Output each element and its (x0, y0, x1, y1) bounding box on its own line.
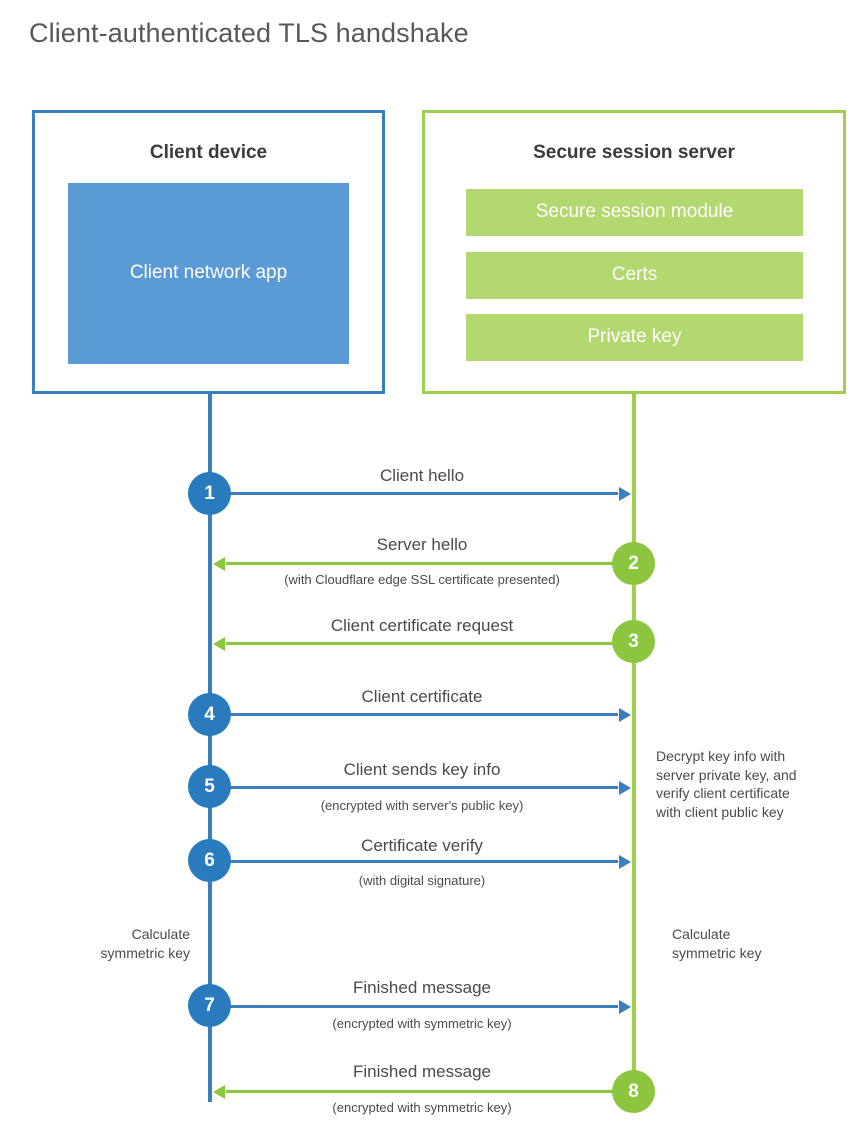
arrowhead-left-icon (213, 1084, 225, 1099)
arrowhead-right-icon (619, 707, 631, 722)
calc-server-line-2: symmetric key (672, 944, 762, 961)
calc-server-line-1: Calculate (672, 926, 731, 942)
step-1-badge[interactable]: 1 (188, 472, 231, 515)
step-8-sublabel: (encrypted with symmetric key) (332, 1100, 512, 1115)
step-8-arrow (213, 1084, 632, 1099)
arrowhead-right-icon (619, 486, 631, 501)
step-7-arrow (210, 999, 631, 1014)
certs-block: Certs (466, 252, 803, 299)
step-4-badge[interactable]: 4 (188, 693, 231, 736)
step-6-label: Certificate verify (361, 836, 483, 855)
step-1-arrow (210, 486, 631, 501)
client-network-app-block: Client network app (68, 183, 349, 364)
decrypt-note-line-4: with client public key (656, 803, 784, 820)
secure-session-server-title: Secure session server (533, 142, 735, 163)
secure-session-server-box: Secure session server Secure session mod… (422, 110, 846, 394)
step-7-label: Finished message (353, 978, 491, 997)
step-2-badge[interactable]: 2 (612, 542, 655, 585)
step-3-badge[interactable]: 3 (612, 620, 655, 663)
step-6-sublabel: (with digital signature) (358, 873, 486, 888)
client-lifeline (208, 394, 212, 1102)
arrowhead-right-icon (619, 780, 631, 795)
step-1-label: Client hello (379, 466, 465, 485)
step-6-badge[interactable]: 6 (188, 839, 231, 882)
decrypt-note-line-3: verify client certificate (656, 785, 790, 802)
step-2-sublabel: (with Cloudflare edge SSL certificate pr… (284, 572, 560, 587)
step-5-label: Client sends key info (343, 760, 501, 779)
step-3-arrow (213, 636, 632, 651)
client-device-title: Client device (149, 142, 268, 163)
arrowhead-right-icon (619, 999, 631, 1014)
decrypt-key-info-note: Decrypt key info with server private key… (656, 747, 856, 821)
client-calculate-symmetric-key-note: Calculate symmetric key (20, 925, 190, 962)
arrowhead-left-icon (213, 556, 225, 571)
calc-client-line-2: symmetric key (100, 944, 190, 961)
private-key-block: Private key (466, 314, 803, 361)
server-calculate-symmetric-key-note: Calculate symmetric key (672, 925, 852, 962)
step-2-arrow (213, 556, 632, 571)
step-7-badge[interactable]: 7 (188, 984, 231, 1027)
calc-client-line-1: Calculate (131, 926, 190, 942)
step-8-label: Finished message (353, 1062, 491, 1081)
step-7-sublabel: (encrypted with symmetric key) (332, 1016, 512, 1031)
page-title: Client-authenticated TLS handshake (29, 18, 469, 48)
secure-session-module-block: Secure session module (466, 189, 803, 236)
client-device-box: Client device Client network app (32, 110, 385, 394)
arrowhead-right-icon (619, 854, 631, 869)
server-lifeline (632, 394, 636, 1092)
step-3-label: Client certificate request (330, 616, 514, 635)
step-5-badge[interactable]: 5 (188, 765, 231, 808)
step-6-arrow (210, 854, 631, 869)
step-2-label: Server hello (376, 535, 468, 554)
step-5-arrow (210, 780, 631, 795)
step-4-label: Client certificate (361, 687, 483, 706)
decrypt-note-line-1: Decrypt key info with (656, 748, 786, 764)
step-8-badge[interactable]: 8 (612, 1070, 655, 1113)
step-4-arrow (210, 707, 631, 722)
decrypt-note-line-2: server private key, and (656, 766, 797, 783)
step-5-sublabel: (encrypted with server's public key) (320, 798, 524, 813)
arrowhead-left-icon (213, 636, 225, 651)
